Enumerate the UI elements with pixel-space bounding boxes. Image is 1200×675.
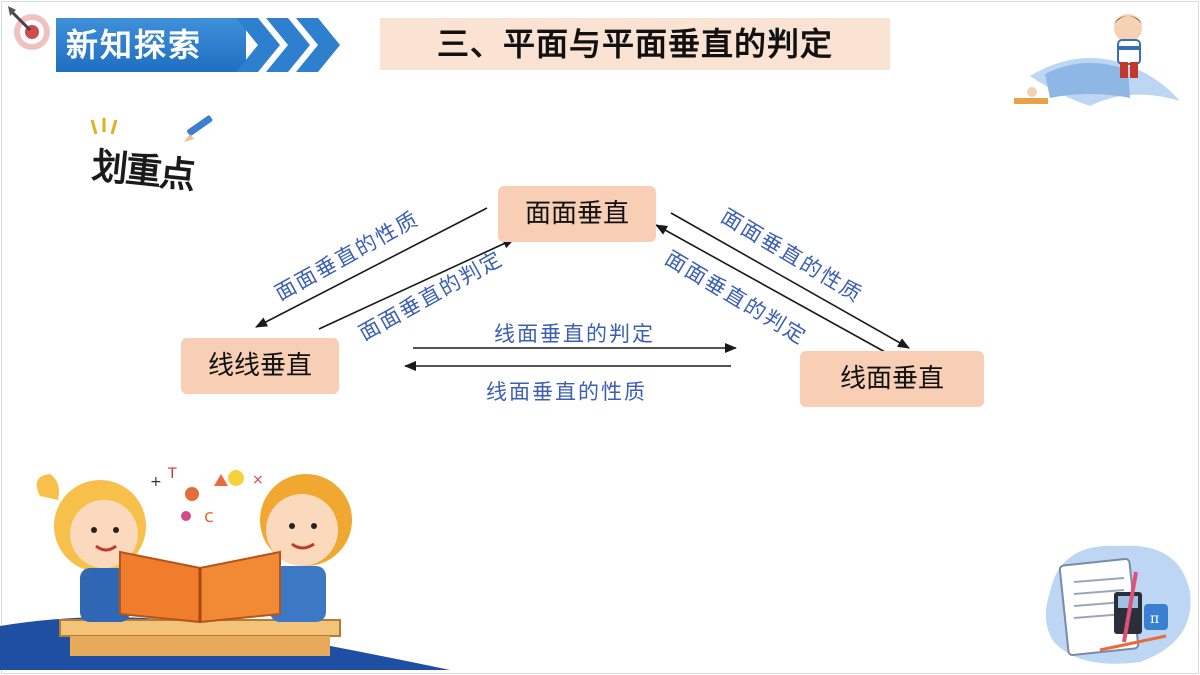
edge-label-right-to-left: 线面垂直的性质 xyxy=(486,380,647,404)
chevron-right-icon xyxy=(236,18,340,72)
svg-text:+: + xyxy=(150,474,162,490)
pencil-icon xyxy=(90,115,213,142)
page-title: 三、平面与平面垂直的判定 xyxy=(380,18,890,70)
svg-text:c: c xyxy=(204,506,214,527)
arrow-left-to-top xyxy=(318,238,515,330)
section-badge: 新知探索 xyxy=(56,18,246,72)
svg-text:π: π xyxy=(1150,611,1159,627)
node-line-line-perpendicular: 线线垂直 xyxy=(181,338,339,394)
node-line-plane-perpendicular: 线面垂直 xyxy=(800,351,984,407)
dart-target-icon xyxy=(8,6,50,50)
svg-text:×: × xyxy=(252,472,264,488)
edge-label-left-to-right: 线面垂直的判定 xyxy=(494,322,655,346)
node-plane-plane-perpendicular: 面面垂直 xyxy=(498,186,656,242)
flying-book-boy-illustration xyxy=(1014,14,1180,106)
svg-text:T: T xyxy=(167,466,177,482)
math-notebook-illustration: π xyxy=(1045,545,1191,664)
arrow-top-to-left xyxy=(255,207,488,328)
arrow-top-to-right xyxy=(670,212,910,349)
book-reading-kids-illustration: + T × c xyxy=(0,466,450,670)
arrow-right-to-top xyxy=(655,224,886,353)
